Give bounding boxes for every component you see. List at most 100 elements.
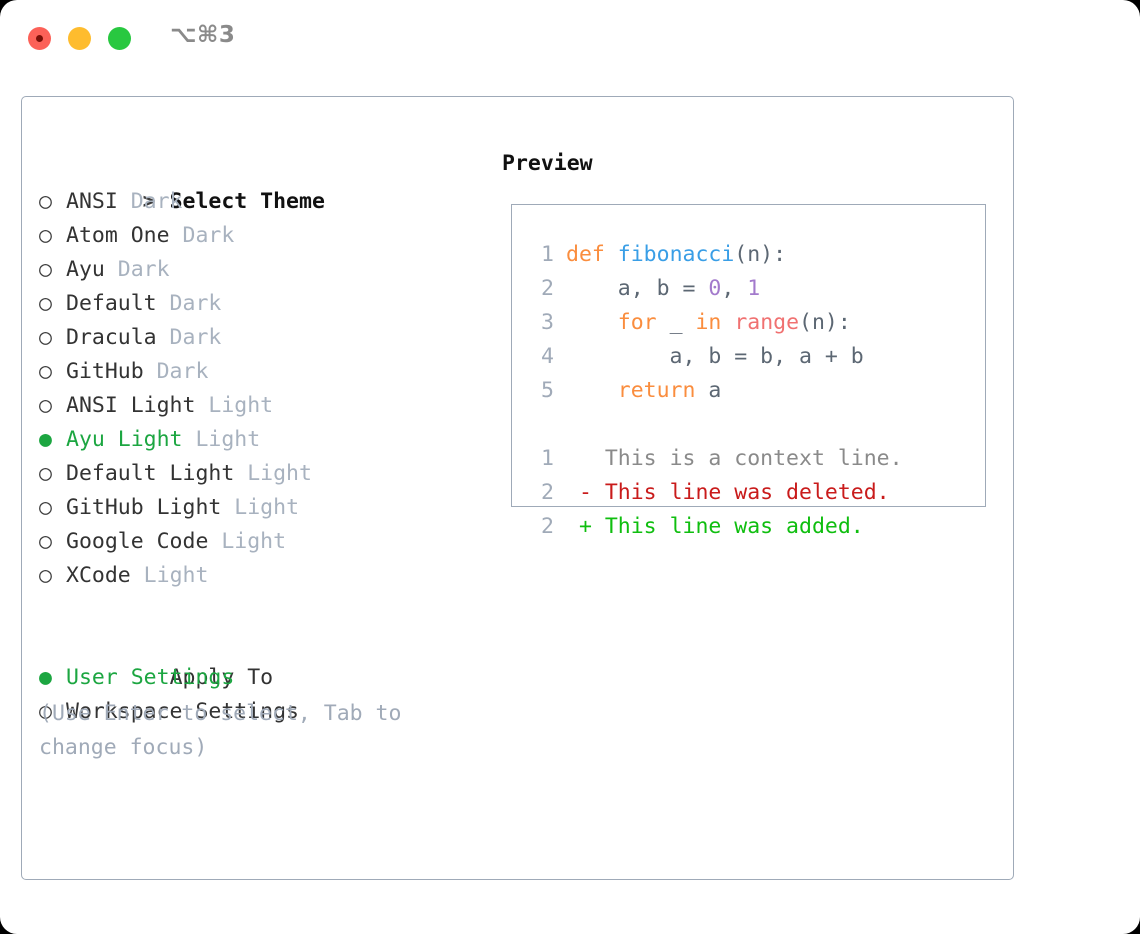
close-window-button[interactable] (28, 27, 51, 50)
diff-line: 2 + This line was added. (524, 510, 903, 544)
header-caret-icon: > (142, 189, 156, 214)
code-token: in (695, 310, 722, 335)
select-theme-header-label: Select Theme (169, 189, 325, 214)
theme-list-item[interactable]: ○GitHub Dark (39, 355, 479, 389)
theme-name-label: Ayu (66, 257, 105, 282)
minimize-window-button[interactable] (68, 27, 91, 50)
code-token: a, b = b, a + b (566, 344, 864, 369)
radio-unselected-icon[interactable]: ○ (39, 257, 52, 282)
diff-line-number: 2 (541, 480, 554, 505)
theme-variant-tag: Dark (169, 223, 235, 248)
code-line: 4 a, b = b, a + b (524, 340, 903, 374)
theme-list-item[interactable]: ○ ANSI Dark (39, 185, 479, 219)
theme-variant-tag: Light (130, 563, 209, 588)
apply-to-item[interactable]: ○ Workspace Settings (39, 695, 479, 729)
theme-name-label: Ayu Light (66, 427, 183, 452)
radio-unselected-icon[interactable]: ○ (39, 699, 52, 724)
diff-sign (566, 446, 605, 471)
theme-list-item[interactable]: ○Dracula Dark (39, 321, 479, 355)
theme-variant-tag: Dark (104, 257, 170, 282)
theme-variant-tag: Dark (143, 359, 209, 384)
code-token: def (566, 242, 605, 267)
apply-to-header-label: Apply To (169, 665, 274, 690)
theme-list-item[interactable]: ○ XCode Light (39, 559, 479, 593)
line-number: 2 (541, 276, 554, 301)
theme-name-label: Atom One (66, 223, 170, 248)
code-token: fibonacci (617, 242, 735, 267)
code-token (721, 310, 734, 335)
code-line: 5 return a (524, 374, 903, 408)
theme-variant-tag: Dark (117, 189, 183, 214)
radio-unselected-icon[interactable]: ○ (39, 563, 52, 588)
diff-text: This is a context line. (604, 446, 903, 471)
keyboard-shortcut-label: ⌥⌘3 (170, 22, 236, 48)
code-token: a (695, 378, 722, 403)
theme-variant-tag: Dark (156, 291, 222, 316)
theme-name-label: XCode (66, 563, 131, 588)
main-panel: > Select Theme ○ ANSI Dark ○ Atom One Dark ○ A… (21, 96, 1014, 880)
code-token: 1 (747, 276, 761, 301)
code-blank-line (524, 408, 903, 442)
theme-list: ○ ANSI Dark ○ Atom One Dark ○ Ayu Dark ○ Defaul… (39, 185, 479, 593)
apply-to-label: Workspace Settings (66, 699, 299, 724)
apply-to-list: ●User Settings ○ Workspace Settings (39, 661, 479, 729)
code-token: (n): (799, 310, 851, 335)
code-token: a, b = (566, 276, 709, 301)
code-line: 3 for _ in range(n): (524, 306, 903, 340)
theme-list-item[interactable]: ○ Atom One Dark (39, 219, 479, 253)
code-token (566, 378, 618, 403)
diff-line-number: 2 (541, 514, 554, 539)
diff-sign: + (566, 514, 605, 539)
theme-list-item[interactable]: ○ Default Light Light (39, 457, 479, 491)
code-token (605, 242, 618, 267)
theme-name-label: ANSI Light (66, 393, 196, 418)
theme-name-label: GitHub Light (66, 495, 222, 520)
theme-variant-tag: Light (234, 461, 312, 486)
radio-unselected-icon[interactable]: ○ (39, 461, 52, 486)
theme-list-item[interactable]: ●Ayu Light Light (39, 423, 479, 457)
theme-list-item[interactable]: ○Google Code Light (39, 525, 479, 559)
code-line: 1 def fibonacci(n): (524, 238, 903, 272)
theme-name-label: Default Light (66, 461, 235, 486)
radio-unselected-icon[interactable]: ○ (39, 325, 52, 350)
line-number: 4 (541, 344, 554, 369)
radio-unselected-icon[interactable]: ○ (39, 359, 52, 384)
theme-list-item[interactable]: ○ Ayu Dark (39, 253, 479, 287)
select-theme-header: > Select Theme (39, 151, 479, 214)
diff-line: 1 This is a context line. (524, 442, 903, 476)
theme-variant-tag: Light (208, 529, 287, 554)
radio-selected-icon[interactable]: ● (39, 665, 52, 690)
radio-unselected-icon[interactable]: ○ (39, 223, 52, 248)
code-token: (n): (734, 242, 787, 267)
theme-variant-tag: Light (195, 393, 274, 418)
radio-unselected-icon[interactable]: ○ (39, 291, 52, 316)
radio-unselected-icon[interactable]: ○ (39, 189, 52, 214)
radio-unselected-icon[interactable]: ○ (39, 393, 52, 418)
code-token: _ (656, 310, 696, 335)
code-token: range (734, 310, 800, 335)
diff-text: This line was deleted. (604, 480, 890, 505)
theme-list-item[interactable]: ○GitHub Light Light (39, 491, 479, 525)
theme-name-label: ANSI (66, 189, 118, 214)
radio-unselected-icon[interactable]: ○ (39, 495, 52, 520)
radio-unselected-icon[interactable]: ○ (39, 529, 52, 554)
code-token (566, 310, 618, 335)
theme-list-item[interactable]: ○ Default Dark (39, 287, 479, 321)
code-line: 2 a, b = 0, 1 (524, 272, 903, 306)
theme-list-item[interactable]: ○ ANSI Light Light (39, 389, 479, 423)
theme-name-label: Dracula (66, 325, 157, 350)
theme-selector-column: > Select Theme ○ ANSI Dark ○ Atom One Dark ○ A… (39, 151, 479, 729)
maximize-window-button[interactable] (108, 27, 131, 50)
code-token: 0 (708, 276, 722, 301)
apply-to-item[interactable]: ●User Settings (39, 661, 479, 695)
code-token: for (617, 310, 657, 335)
line-number: 3 (541, 310, 554, 335)
code-token: , (721, 276, 748, 301)
theme-name-label: Default (66, 291, 157, 316)
radio-selected-icon[interactable]: ● (39, 427, 52, 452)
diff-text: This line was added. (604, 514, 864, 539)
title-bar: ⌥⌘3 (0, 0, 1140, 76)
line-number: 1 (541, 242, 554, 267)
